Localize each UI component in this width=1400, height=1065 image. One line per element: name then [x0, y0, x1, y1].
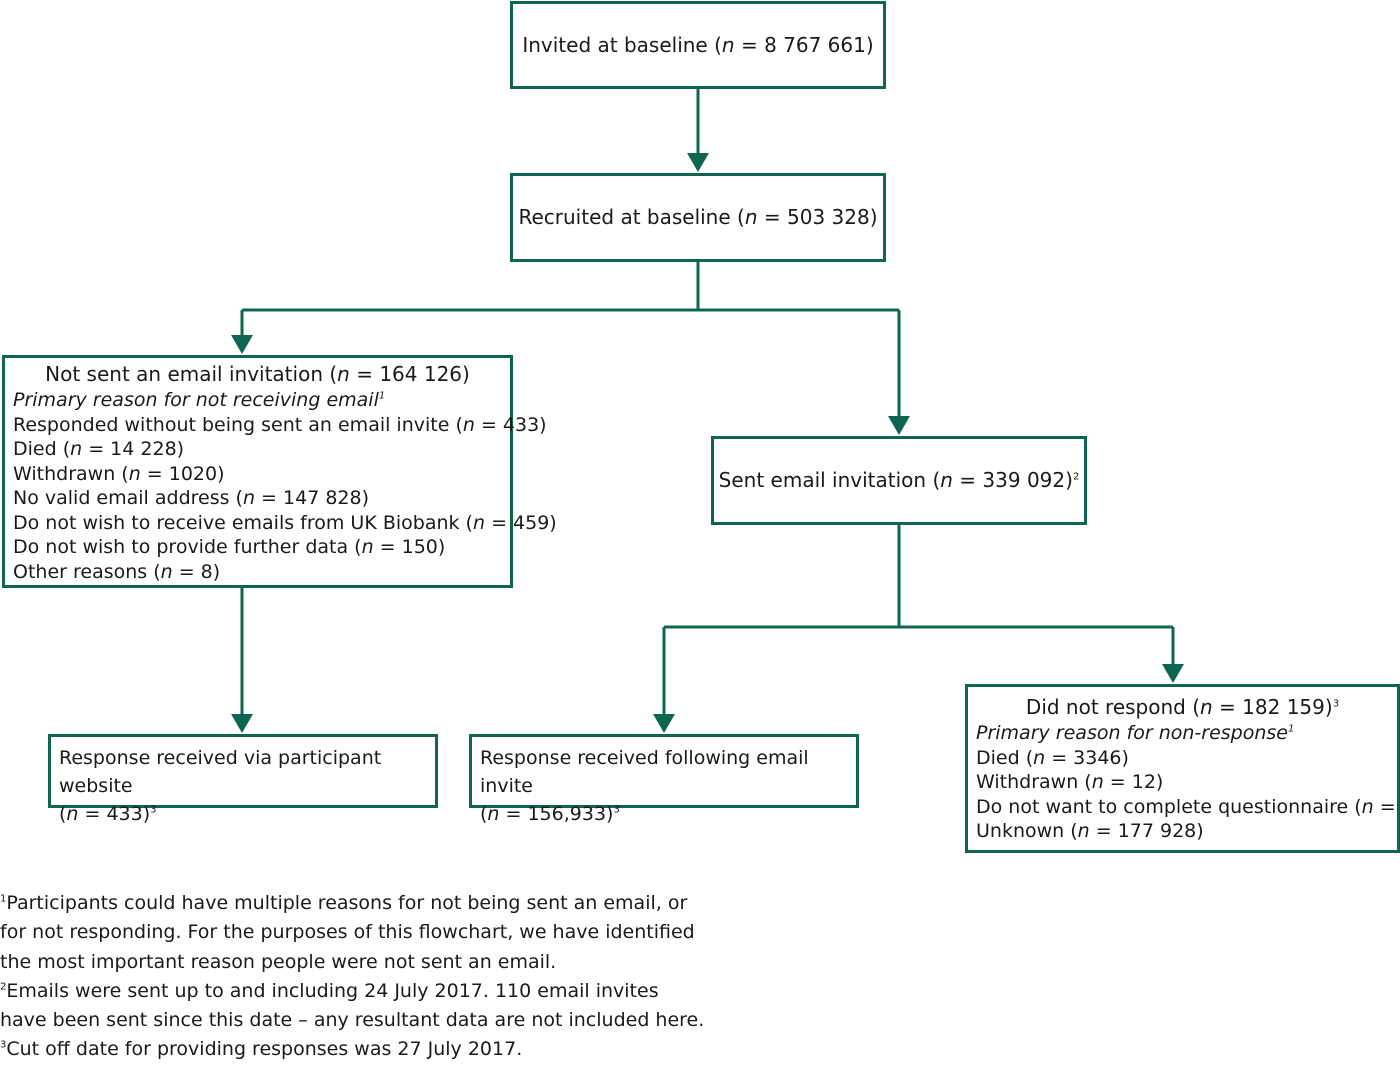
not-sent-reason-item: No valid email address (n = 147 828) — [13, 487, 369, 509]
email-response-label: Response received following email invite — [480, 747, 809, 797]
arrowhead-recruited — [687, 153, 709, 172]
not-sent-reason-item: Died (n = 14 228) — [13, 438, 185, 460]
arrowhead-not-sent — [231, 335, 253, 354]
invited-at-baseline-text: Invited at baseline (n = 8 767 661) — [522, 32, 874, 57]
website-response-label: Response received via participant websit… — [59, 747, 382, 797]
not-sent-email-box: Not sent an email invitation (n = 164 12… — [2, 355, 557, 588]
not-sent-email-heading: Not sent an email invitation (n = 164 12… — [45, 362, 470, 386]
footnote-2-line: 2Emails were sent up to and including 24… — [0, 979, 659, 1002]
footnote-1-line: 1Participants could have multiple reason… — [0, 892, 688, 914]
arrowhead-no-response — [1162, 664, 1184, 683]
not-sent-reason-item: Other reasons (n = 8) — [13, 560, 221, 583]
not-sent-reason-item: Withdrawn (n = 1020) — [13, 462, 225, 485]
website-response-box: Response received via participant websit… — [48, 734, 438, 825]
arrowhead-website — [231, 714, 253, 733]
recruited-at-baseline-text: Recruited at baseline (n = 503 328) — [518, 205, 878, 230]
recruited-at-baseline-box: Recruited at baseline (n = 503 328) — [510, 173, 886, 262]
footnote-1-line: for not responding. For the purposes of … — [0, 921, 695, 944]
non-response-reason-item: Unknown (n = 177 928) — [976, 820, 1204, 842]
email-response-box: Response received following email invite… — [469, 734, 859, 825]
not-sent-reason-item: Responded without being sent an email in… — [13, 413, 547, 436]
footnotes: 1Participants could have multiple reason… — [0, 889, 705, 1065]
invited-at-baseline-box: Invited at baseline (n = 8 767 661) — [510, 1, 886, 89]
not-sent-reason-heading: Primary reason for not receiving email1 — [13, 389, 386, 411]
non-response-reason-item: Withdrawn (n = 12) — [976, 771, 1164, 793]
website-response-count: (n = 433)3 — [59, 803, 157, 825]
arrowhead-sent — [888, 416, 910, 435]
sent-email-invitation-text: Sent email invitation (n = 339 092)2 — [718, 468, 1080, 493]
did-not-respond-heading: Did not respond (n = 182 159)3 — [1025, 695, 1340, 719]
did-not-respond-box: Did not respond (n = 182 159)3 Primary r… — [965, 684, 1400, 853]
footnote-1-line: the most important reason people were no… — [0, 950, 557, 973]
non-response-reason-item: Do not want to complete questionnaire (n… — [976, 795, 1400, 818]
non-response-reason-item: Died (n = 3346) — [976, 746, 1129, 769]
sent-email-invitation-box: Sent email invitation (n = 339 092)2 — [711, 436, 1087, 525]
footnote-2-line: have been sent since this date – any res… — [0, 1009, 705, 1032]
arrowhead-email-response — [653, 714, 675, 733]
footnote-3-line: 3Cut off date for providing responses wa… — [0, 1038, 523, 1061]
not-sent-reason-item: Do not wish to receive emails from UK Bi… — [13, 511, 557, 534]
not-sent-reason-item: Do not wish to provide further data (n =… — [13, 536, 446, 558]
email-response-count: (n = 156,933)3 — [480, 803, 620, 825]
non-response-reason-heading: Primary reason for non-response1 — [976, 722, 1295, 744]
